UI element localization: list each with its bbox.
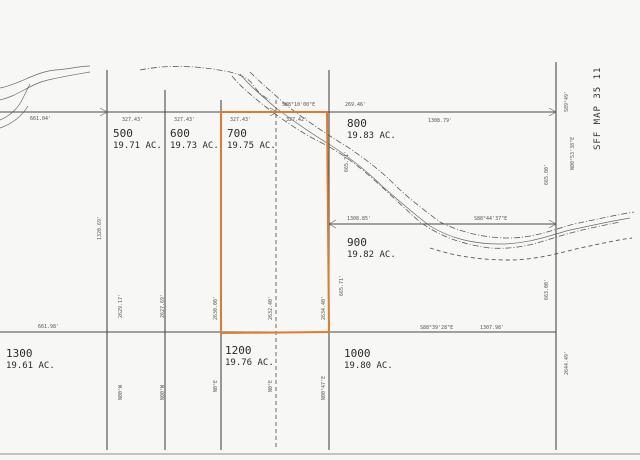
lot-number-800: 800 bbox=[347, 117, 367, 130]
dimension-label: 661.98' bbox=[38, 324, 59, 330]
road-line bbox=[249, 71, 635, 239]
dimension-label: 327.42' bbox=[286, 117, 307, 123]
dimension-label: 269.46' bbox=[345, 102, 366, 108]
dimension-label: 665.71' bbox=[339, 275, 345, 296]
dimension-label: N00°53'38"E bbox=[570, 137, 576, 170]
dimension-label: 2644.49' bbox=[564, 351, 570, 375]
contour-line bbox=[0, 105, 29, 129]
dimension-label: 2634.40' bbox=[321, 296, 327, 320]
arrow-marker bbox=[99, 107, 108, 117]
dimension-label: S88°44'37"E bbox=[474, 216, 507, 222]
lot-acreage-700: 19.75 AC. bbox=[227, 141, 276, 151]
bearing-label: N00°47'E bbox=[321, 376, 327, 400]
dimension-label: 327.43' bbox=[122, 117, 143, 123]
lot-number-600: 600 bbox=[170, 127, 190, 140]
road-line bbox=[429, 237, 633, 261]
contour-line bbox=[0, 65, 91, 89]
lot-number-700: 700 bbox=[227, 127, 247, 140]
lot-acreage-900: 19.82 AC. bbox=[347, 250, 396, 260]
lot-number-1000: 1000 bbox=[344, 347, 371, 360]
lot-acreage-1200: 19.76 AC. bbox=[225, 358, 274, 368]
contour-line bbox=[0, 83, 31, 121]
dimension-label: 665.00' bbox=[544, 164, 550, 185]
arrow-marker bbox=[548, 219, 557, 229]
dimension-label: 1308.85' bbox=[347, 216, 371, 222]
highlighted-lot-700[interactable] bbox=[220, 111, 331, 335]
dimension-label: 665.71' bbox=[344, 151, 350, 172]
dimension-label: 1308.79' bbox=[428, 118, 452, 124]
dimension-label: 327.43' bbox=[230, 117, 251, 123]
lot-acreage-600: 19.73 AC. bbox=[170, 141, 219, 151]
dimension-label: 663.00' bbox=[544, 279, 550, 300]
dimension-label: 2630.00' bbox=[213, 296, 219, 320]
lot-acreage-800: 19.83 AC. bbox=[347, 131, 396, 141]
lot-acreage-1300: 19.61 AC. bbox=[6, 361, 55, 371]
road-line bbox=[139, 65, 271, 101]
dimension-label: 2632.40' bbox=[268, 296, 274, 320]
bearing-label: N00°W bbox=[160, 384, 166, 400]
dimension-label: 327.43' bbox=[174, 117, 195, 123]
arrow-marker bbox=[548, 107, 557, 117]
contour-line bbox=[0, 71, 91, 101]
dimension-label: 2629.17' bbox=[118, 294, 124, 318]
lot-number-1200: 1200 bbox=[225, 344, 252, 357]
bearing-label: N0°E bbox=[213, 380, 219, 392]
dimension-label: 1307.98' bbox=[480, 325, 504, 331]
dimension-label: S88°39'28"E bbox=[420, 325, 453, 331]
lot-number-900: 900 bbox=[347, 236, 367, 249]
road-line bbox=[239, 73, 631, 245]
dimension-label: S89°49' bbox=[564, 91, 570, 112]
lot-number-500: 500 bbox=[113, 127, 133, 140]
bearing-label: N0°E bbox=[268, 380, 274, 392]
road-line bbox=[231, 75, 621, 249]
lot-acreage-1000: 19.80 AC. bbox=[344, 361, 393, 371]
dimension-label: 2627.69' bbox=[160, 294, 166, 318]
dimension-label: 1320.69' bbox=[97, 216, 103, 240]
lot-number-1300: 1300 bbox=[6, 347, 33, 360]
dimension-label: S88°10'00"E bbox=[282, 102, 315, 108]
map-title: SFF MAP 35 11 bbox=[593, 67, 603, 150]
bearing-label: N00°W bbox=[118, 384, 124, 400]
lot-acreage-500: 19.71 AC. bbox=[113, 141, 162, 151]
dimension-label: 661.04' bbox=[30, 116, 51, 122]
